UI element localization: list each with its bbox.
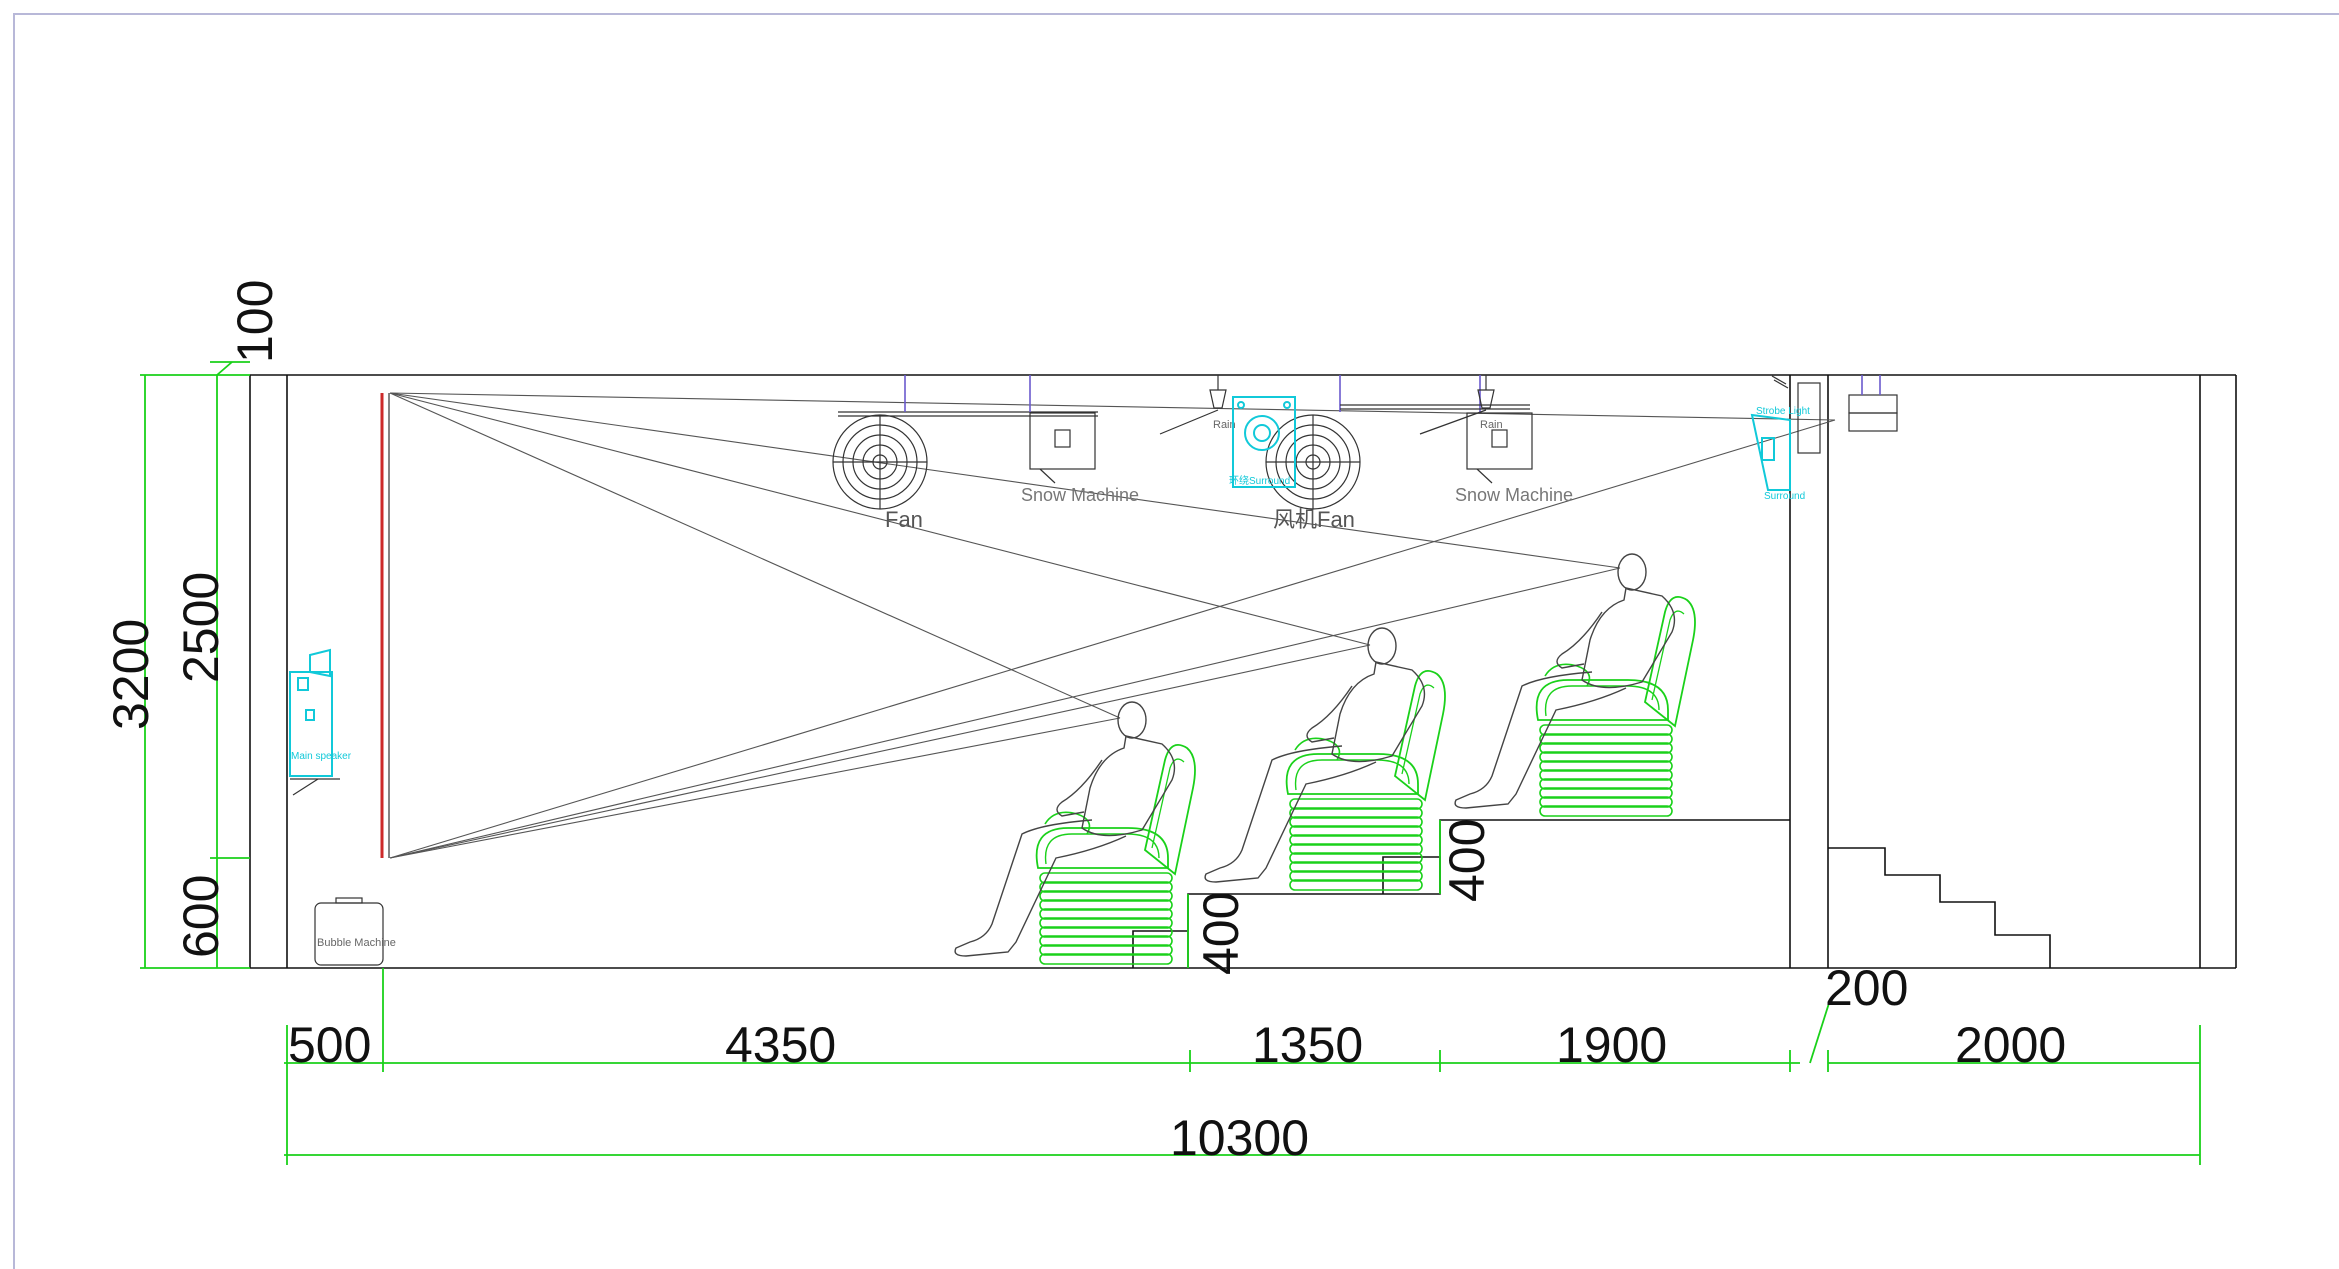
sight-line — [389, 567, 1621, 859]
rear-staircase — [1828, 847, 2051, 968]
sight-line — [389, 644, 1371, 859]
dim-4350: 4350 — [725, 1017, 836, 1073]
dim-2000: 2000 — [1955, 1017, 2066, 1073]
audience-seating — [954, 553, 1696, 965]
sight-line — [389, 392, 1621, 569]
drawing-frame — [13, 13, 2339, 1269]
dim-500: 500 — [288, 1017, 371, 1073]
audience-member — [954, 701, 1176, 957]
dim-step-400-lower: 400 — [1193, 892, 1249, 975]
sight-line — [389, 717, 1121, 859]
snow-machine-left-icon — [1029, 412, 1096, 484]
bubble-machine-icon — [314, 897, 384, 966]
fan-right-icon — [1265, 414, 1361, 510]
fan-left-icon — [832, 414, 928, 510]
seat-row-1 — [954, 701, 1196, 965]
rain-left-label: Rain — [1213, 419, 1236, 431]
sight-line — [389, 392, 1371, 646]
surround-speaker-center-icon — [1232, 396, 1296, 488]
strobe-light-icon — [1771, 375, 1821, 454]
snow-machine-right-icon — [1466, 412, 1533, 484]
dim-10300: 10300 — [1170, 1110, 1309, 1166]
snow-machine-left-label: Snow Machine — [1021, 485, 1139, 505]
projector-beam — [389, 392, 1836, 421]
projector-beam — [389, 419, 1836, 859]
motion-seat — [1035, 744, 1196, 965]
dim-1900: 1900 — [1556, 1017, 1667, 1073]
dim-200: 200 — [1825, 960, 1908, 1016]
dim-step-400-upper: 400 — [1439, 819, 1495, 902]
seat-row-3 — [1454, 553, 1696, 817]
fan-left-label: Fan — [885, 507, 923, 532]
strobe-light-label: Strobe Light — [1756, 406, 1810, 417]
surround-center-label: 环绕Surround — [1229, 474, 1290, 487]
rain-left-icon — [1159, 375, 1227, 435]
audience-member — [1204, 627, 1426, 883]
sight-lines — [389, 392, 1836, 859]
dim-600: 600 — [173, 875, 229, 958]
projector-icon — [1848, 375, 1898, 432]
sight-line — [389, 392, 1121, 719]
audience-member — [1454, 553, 1676, 809]
snow-machine-right-label: Snow Machine — [1455, 485, 1573, 505]
dim-3200: 3200 — [103, 619, 159, 730]
step-riser-lower — [1132, 856, 1441, 968]
main-speaker-icon — [289, 648, 340, 796]
surround-right-label: Surround — [1764, 491, 1805, 502]
seat-row-2 — [1204, 627, 1446, 891]
room-structure — [249, 374, 2237, 969]
dim-2500: 2500 — [173, 572, 229, 683]
bubble-machine-label: Bubble Machine — [317, 937, 396, 949]
rain-right-icon — [1419, 375, 1495, 435]
fan-right-label: 风机Fan — [1273, 507, 1355, 532]
rain-right-label: Rain — [1480, 419, 1503, 431]
surround-speaker-right-icon — [1750, 413, 1791, 491]
dim-100: 100 — [227, 280, 283, 363]
motion-seat — [1535, 596, 1696, 817]
main-speaker-label: Main speaker — [291, 751, 352, 762]
motion-seat — [1285, 670, 1446, 891]
dim-1350: 1350 — [1252, 1017, 1363, 1073]
dimension-lines — [140, 361, 2201, 1165]
